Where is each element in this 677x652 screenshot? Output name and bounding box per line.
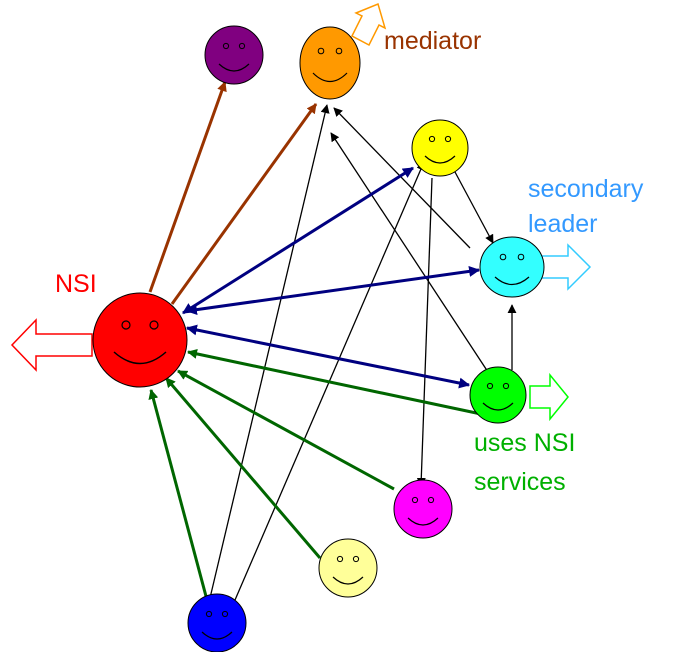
nsi-outgoing-hollow-arrow bbox=[10, 318, 93, 372]
arrow-paleyellow-to-nsi bbox=[164, 377, 322, 559]
arrow-yellow-to-magenta bbox=[416, 177, 433, 487]
arrow-yellow-to-cyan bbox=[454, 171, 494, 244]
purple-smiley bbox=[204, 25, 264, 85]
secondary-leader-hollow-arrow bbox=[539, 243, 592, 291]
uses-nsi-services-label-line2: services bbox=[474, 468, 566, 496]
nsi-label: NSI bbox=[55, 270, 97, 298]
secondary-leader-label-line1: secondary bbox=[528, 175, 644, 203]
arrow-magenta-to-nsi bbox=[177, 369, 395, 491]
blue-smiley bbox=[187, 593, 247, 652]
mediator-label: mediator bbox=[384, 27, 481, 55]
yellow-smiley bbox=[411, 119, 469, 177]
secondary-leader-label-line2: leader bbox=[528, 210, 598, 238]
arrow-nsi-cyan-bidirectional bbox=[185, 265, 481, 316]
arrow-blue-to-nsi bbox=[148, 389, 209, 601]
secondary-leader-smiley bbox=[479, 236, 545, 298]
pale-yellow-smiley bbox=[318, 538, 378, 598]
mediator-hollow-arrow bbox=[351, 2, 387, 47]
uses-nsi-services-smiley bbox=[469, 366, 527, 424]
arrow-nsi-green-bidirectional bbox=[185, 324, 471, 389]
uses-nsi-services-label-line1: uses NSI bbox=[474, 429, 575, 457]
arrow-lightgreen-to-nsi bbox=[187, 348, 482, 416]
arrow-nsi-to-purple bbox=[148, 81, 227, 293]
magenta-smiley bbox=[393, 479, 453, 539]
uses-nsi-hollow-arrow bbox=[529, 372, 569, 422]
nsi-smiley bbox=[92, 292, 188, 388]
mediator-smiley bbox=[299, 26, 361, 100]
